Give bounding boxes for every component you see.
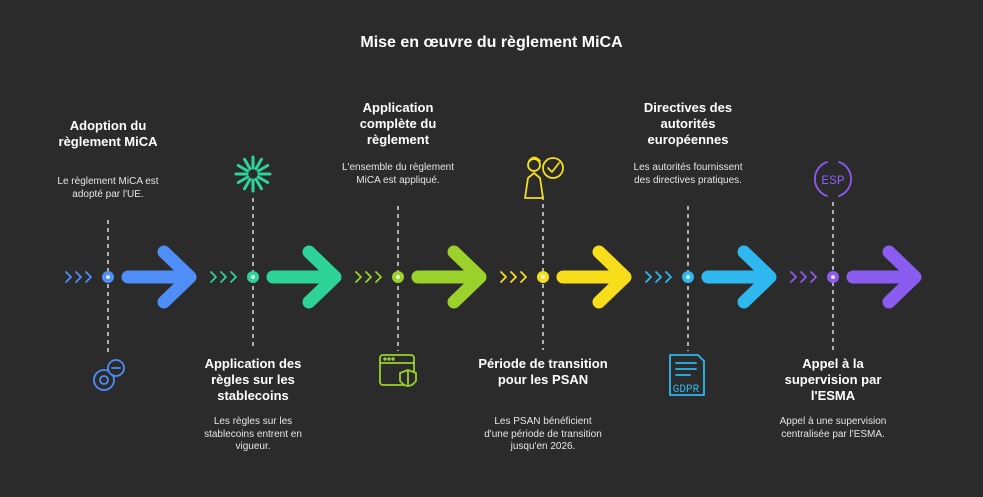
gdpr-label: GDPR xyxy=(673,384,700,396)
step-heading: Application des règles sur les stablecoi… xyxy=(204,356,302,403)
step-description: Les règles sur les stablecoins entrent e… xyxy=(204,416,302,452)
step-heading: Appel à la supervision par l'ESMA xyxy=(784,356,882,403)
step-description: Les autorités fournissent des directives… xyxy=(633,162,743,186)
browser-shield-icon xyxy=(379,354,417,387)
step-description: Appel à une supervision centralisée par … xyxy=(779,416,887,440)
step-arrow-icon xyxy=(556,245,632,309)
chevrons-icon xyxy=(210,271,237,283)
esp-badge-icon: ESP xyxy=(814,161,852,197)
step-arrow-icon xyxy=(411,245,487,309)
step-arrow-icon xyxy=(266,245,342,309)
at-minus-icon xyxy=(93,359,125,391)
step-arrow-icon xyxy=(121,245,197,309)
step-heading: Période de transition pour les PSAN xyxy=(478,356,608,387)
step-heading: Application complète du règlement xyxy=(359,100,437,147)
step-heading: Directives des autorités européennes xyxy=(643,100,733,147)
starburst-icon xyxy=(234,155,272,193)
esp-label: ESP xyxy=(821,173,845,188)
step-description: L'ensemble du règlement MiCA est appliqu… xyxy=(342,162,454,186)
gdpr-document-icon: GDPR xyxy=(669,354,705,396)
step-description: Le règlement MiCA est adopté par l'UE. xyxy=(57,176,159,200)
person-check-icon xyxy=(524,156,564,199)
chevrons-icon xyxy=(65,271,92,283)
chevrons-icon xyxy=(790,271,817,283)
step-description: Les PSAN bénéficient d'une période de tr… xyxy=(484,416,602,452)
diagram-title: Mise en œuvre du règlement MiCA xyxy=(360,34,623,51)
step-heading: Adoption du règlement MiCA xyxy=(58,118,158,149)
chevrons-icon xyxy=(355,271,382,283)
step-arrow-icon xyxy=(846,245,922,309)
step-arrow-icon xyxy=(701,245,777,309)
chevrons-icon xyxy=(500,271,527,283)
chevrons-icon xyxy=(645,271,672,283)
